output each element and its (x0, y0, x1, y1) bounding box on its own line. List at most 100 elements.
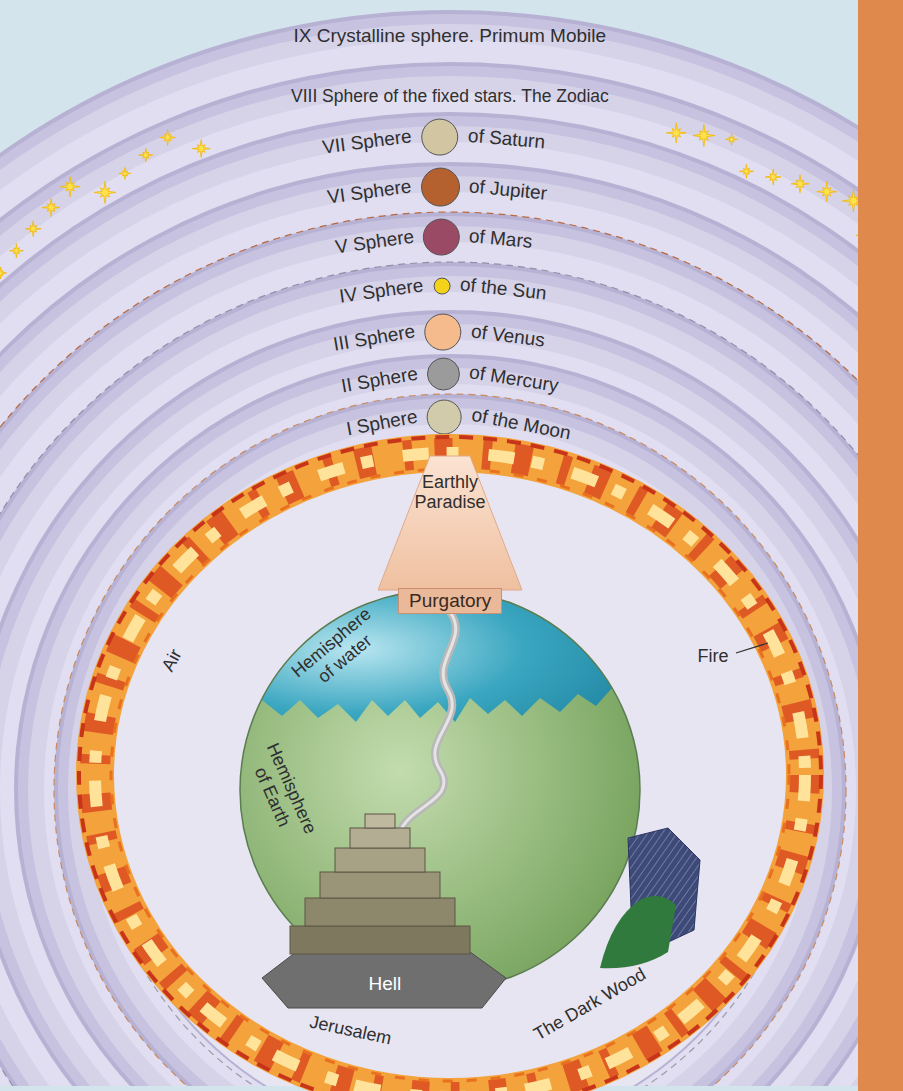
star (119, 167, 131, 179)
sphere-label: IX Crystalline sphere. Primum Mobile (294, 25, 607, 47)
sphere-dashed-orbits (0, 212, 858, 1086)
mount-purgatory (378, 456, 522, 590)
sphere-label: of the Moon (470, 403, 573, 443)
region-label: Earthly Paradise (404, 472, 496, 513)
hell-step (335, 848, 425, 872)
dashed-orbit (54, 394, 846, 1086)
star (192, 140, 210, 158)
sphere-label: VII Sphere (321, 126, 413, 159)
fire-ring (79, 437, 821, 1091)
star (42, 199, 60, 217)
label-box: Purgatory (398, 588, 502, 614)
dashed-orbit (0, 262, 858, 1086)
sphere-band (0, 292, 858, 1086)
sphere-band (0, 226, 858, 1086)
star (94, 181, 116, 203)
sphere-band (18, 358, 858, 1086)
sphere-band (0, 162, 858, 1086)
dark-wood-hill (600, 896, 676, 968)
fire-flame (95, 453, 805, 1091)
sphere-band (28, 368, 858, 1086)
hell-step (320, 872, 440, 898)
sphere-band (0, 92, 858, 1086)
sphere-band (0, 340, 858, 1086)
earth-globe (230, 560, 650, 990)
fire-edge (79, 437, 821, 1091)
planets (422, 119, 462, 434)
stream-highlight (400, 612, 456, 832)
star (726, 133, 738, 145)
hell-step (350, 828, 410, 848)
sphere-band (0, 24, 858, 1086)
planet (423, 219, 459, 255)
leader-line (736, 643, 768, 653)
sphere-label: of Jupiter (469, 175, 549, 204)
region-label: Hell (369, 973, 402, 995)
sphere-band (0, 10, 858, 1086)
sphere-band (0, 112, 858, 1086)
sphere-band (0, 76, 858, 1086)
sphere-label: of Saturn (467, 125, 546, 153)
sphere-band (0, 66, 858, 1086)
star (25, 221, 41, 237)
sphere-band (44, 384, 856, 1086)
sphere-label: III Sphere (332, 321, 417, 356)
sphere-band (0, 126, 858, 1086)
sphere-label: of Mars (468, 225, 533, 253)
sphere-band (68, 408, 832, 1086)
sphere-band (0, 216, 858, 1086)
sphere-band (0, 14, 858, 1086)
star (739, 164, 753, 178)
planet (422, 119, 458, 155)
hell-step (365, 814, 395, 828)
sphere-label: of Venus (470, 320, 546, 351)
sphere-band (84, 424, 816, 1086)
sphere-band (0, 276, 858, 1086)
hell-step (305, 898, 455, 926)
sphere-band (0, 116, 858, 1086)
sphere-band (0, 62, 858, 1086)
sphere-band (0, 242, 858, 1086)
element-label: Fire (698, 646, 729, 667)
stream-of-lethe (400, 612, 456, 832)
sphere-label: VI Sphere (326, 176, 413, 209)
celestial-spheres (0, 10, 858, 1086)
dashed-orbit (0, 212, 858, 1086)
sphere-band (0, 142, 858, 1086)
sphere-band (0, 266, 858, 1086)
star (765, 169, 781, 185)
side-panel (858, 0, 903, 1091)
star (60, 177, 80, 197)
star (791, 175, 809, 193)
sphere-label: IV Sphere (338, 274, 425, 307)
region-label: Hemisphere of Earth (242, 736, 322, 848)
place-label: The Dark Wood (530, 963, 649, 1044)
hell-step (290, 926, 470, 954)
sphere-label: VIII Sphere of the fixed stars. The Zodi… (291, 86, 609, 106)
sphere-label: I Sphere (344, 406, 419, 441)
sphere-band (0, 212, 858, 1086)
hell-pit (262, 814, 506, 1008)
sphere-label: of the Sun (459, 273, 547, 304)
sphere-band (54, 394, 846, 1086)
sphere-band (0, 192, 858, 1086)
region-label: Hemisphere of water (285, 601, 391, 700)
globe-outline (240, 590, 640, 990)
planet (425, 314, 461, 350)
star (817, 182, 837, 202)
planet (434, 278, 450, 294)
hell-base (262, 952, 506, 1008)
sphere-band (0, 314, 858, 1086)
sphere-band (58, 398, 842, 1086)
dark-wood (600, 828, 700, 968)
sphere-band (0, 310, 858, 1086)
sphere-band (0, 40, 858, 1086)
sphere-band (0, 324, 858, 1086)
star (0, 267, 7, 279)
planet (427, 358, 459, 390)
star (139, 148, 153, 162)
sphere-label: II Sphere (340, 363, 420, 398)
star (160, 130, 176, 146)
star (693, 125, 715, 147)
